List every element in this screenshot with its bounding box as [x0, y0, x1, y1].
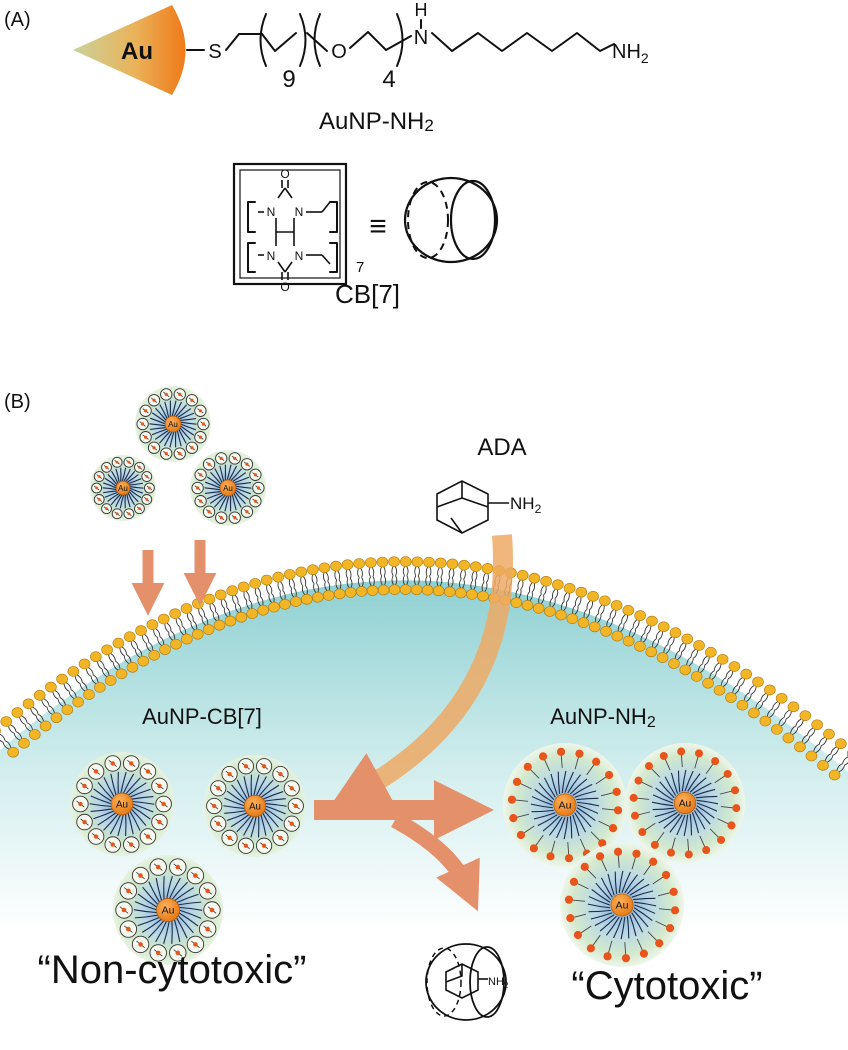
ada-entry-arrow	[328, 534, 513, 809]
cell-membrane	[0, 556, 848, 781]
np-nh2-2: Au	[625, 743, 745, 863]
complex-amine: NH2	[488, 976, 509, 990]
panel-b-label: (B)	[4, 391, 31, 413]
svg-text:Au: Au	[168, 420, 178, 429]
cb7-n1: N	[267, 205, 276, 219]
aunp-nh2-label: AuNP-NH2	[550, 704, 656, 731]
panel-a-label: (A)	[4, 9, 31, 31]
cb7-cartoon-icon	[403, 176, 499, 264]
cb7-n2: N	[295, 205, 304, 219]
cb7-oxygen-top: O	[280, 167, 289, 181]
svg-text:Au: Au	[559, 800, 572, 812]
cb7-repeat-count: 7	[356, 259, 364, 276]
aunp-cb7-label: AuNP-CB[7]	[142, 704, 262, 729]
oxygen-atom: O	[331, 41, 347, 63]
non-cytotoxic-label: “Non-cytotoxic”	[38, 948, 307, 992]
svg-text:Au: Au	[162, 906, 175, 917]
svg-text:Au: Au	[616, 900, 629, 912]
adamantylamine-molecule	[436, 480, 509, 534]
svg-text:Au: Au	[679, 799, 691, 810]
aunp-nh2-caption: AuNP-NH2	[319, 108, 434, 135]
sulfur-atom: S	[208, 41, 221, 63]
np-cb7-1: Au	[70, 752, 174, 856]
svg-text:Au: Au	[116, 799, 128, 810]
gold-surface-wedge	[73, 5, 186, 95]
cb7-oxygen-bottom: O	[280, 280, 289, 294]
np-cb7-3: Au	[113, 855, 223, 965]
au-label: Au	[121, 38, 153, 65]
svg-text:Au: Au	[118, 484, 128, 493]
release-arrow	[391, 812, 480, 912]
terminal-amine: NH2	[612, 41, 649, 66]
svg-text:Au: Au	[249, 801, 261, 812]
ada-amine: NH2	[510, 494, 542, 516]
svg-text:Au: Au	[223, 484, 233, 493]
np-outside-1: Au	[135, 386, 211, 462]
ada-label: ADA	[477, 434, 526, 461]
cb7-n3: N	[267, 249, 276, 263]
cytotoxic-label: “Cytotoxic”	[571, 964, 762, 1008]
amine-hydrogen: H	[415, 0, 428, 20]
peg-repeat-count: 4	[382, 66, 395, 93]
uptake-arrows	[131, 540, 217, 616]
amine-nitrogen: N	[414, 27, 428, 49]
cb7-structure: O N N N N O	[232, 162, 348, 294]
np-outside-2: Au	[90, 455, 156, 521]
equivalence-symbol: ≡	[369, 210, 387, 243]
cb7-name: CB[7]	[335, 279, 400, 309]
np-outside-3: Au	[190, 450, 266, 526]
alkyl-repeat-count: 9	[282, 66, 295, 93]
ada-cb7-complex	[425, 943, 507, 1021]
cb7-n4: N	[295, 249, 304, 263]
np-nh2-1: Au	[503, 743, 627, 867]
np-nh2-3: Au	[560, 843, 684, 967]
np-cb7-2: Au	[204, 755, 306, 857]
